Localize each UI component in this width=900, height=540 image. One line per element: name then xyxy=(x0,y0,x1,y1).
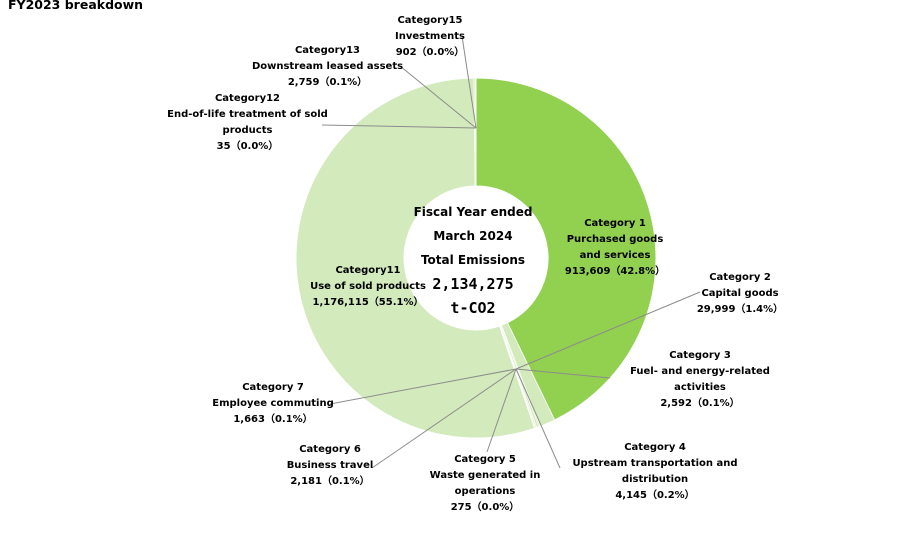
center-total: Fiscal Year ended March 2024 Total Emiss… xyxy=(408,200,538,320)
leader-line-category-4 xyxy=(515,368,561,469)
donut-slice-category-1 xyxy=(475,77,657,421)
leader-line-category12 xyxy=(321,124,477,129)
center-line-2: March 2024 xyxy=(433,229,513,243)
center-line-3: Total Emissions xyxy=(420,253,526,267)
label-category-3: Category 3 Fuel- and energy-related acti… xyxy=(630,350,770,409)
leader-line-category-6 xyxy=(371,368,517,469)
leader-lines xyxy=(321,35,701,469)
chart-heading: FY2023 breakdown xyxy=(8,0,144,12)
leader-line-category-3 xyxy=(515,368,611,379)
label-category-1: Category 1 Purchased goods and services … xyxy=(564,218,666,277)
label-category-13: Category13 Downstream leased assets 2,75… xyxy=(251,45,404,88)
donut-slices xyxy=(295,77,657,439)
leader-line-category13 xyxy=(399,65,477,129)
center-line-1: Fiscal Year ended xyxy=(413,205,533,219)
leader-line-category15 xyxy=(461,35,477,129)
leader-line-category-2 xyxy=(515,291,701,370)
label-category-2: Category 2 Capital goods 29,999（1.4%） xyxy=(696,272,784,315)
label-category-11: Category11 Use of sold products 1,176,11… xyxy=(310,265,426,308)
label-category-6: Category 6 Business travel 2,181（0.1%） xyxy=(286,444,374,487)
label-category-15: Category15 Investments 902（0.0%） xyxy=(395,15,465,58)
leader-line-category-5 xyxy=(486,368,517,453)
label-category-4: Category 4 Upstream transportation and d… xyxy=(572,442,738,501)
center-unit: t-CO2 xyxy=(450,299,496,317)
label-category-12: Category12 End-of-life treatment of sold… xyxy=(167,93,328,152)
leader-line-category-7 xyxy=(329,368,517,405)
label-category-5: Category 5 Waste generated in operations… xyxy=(429,454,541,513)
label-category-7: Category 7 Employee commuting 1,663（0.1%… xyxy=(212,382,334,425)
center-total-value: 2,134,275 xyxy=(432,275,514,293)
